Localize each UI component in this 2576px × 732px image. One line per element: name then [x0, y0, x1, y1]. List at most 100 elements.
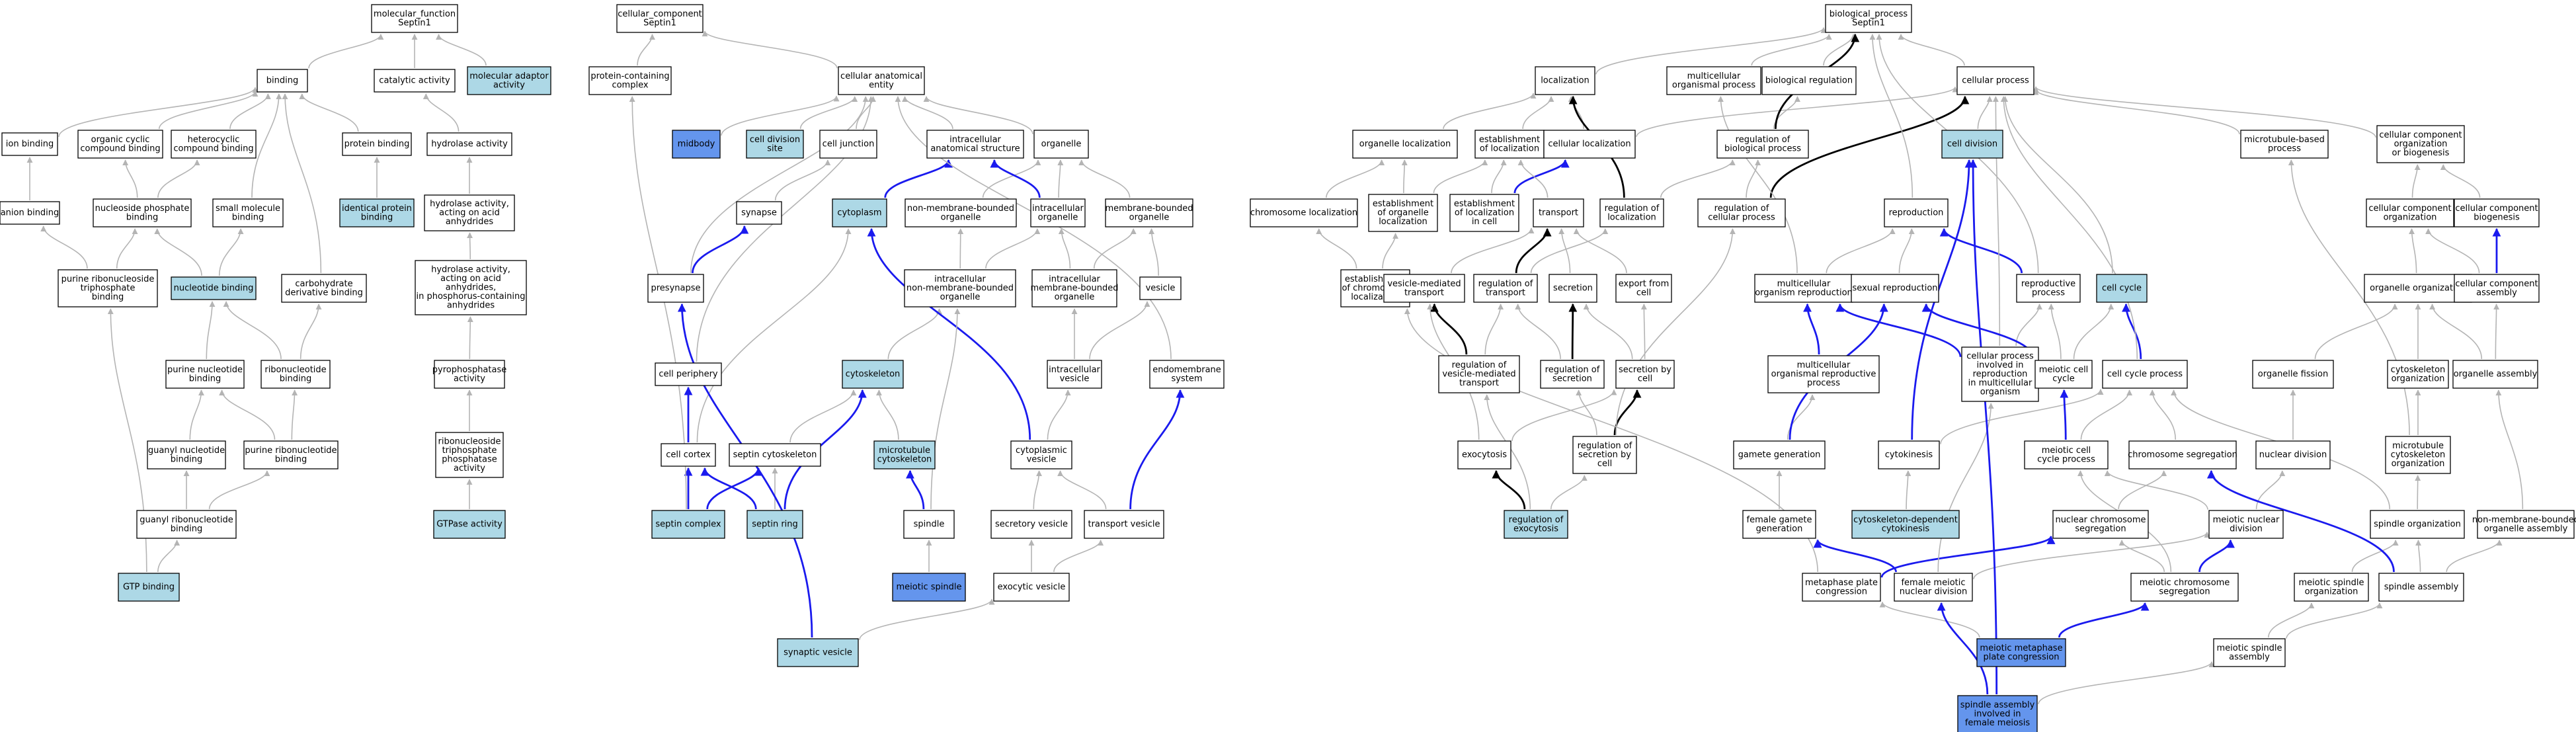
node-label: establishment: [1479, 135, 1540, 145]
node-label: cellular process: [1966, 352, 2034, 362]
node-label: ribonucleotide: [264, 365, 326, 375]
node-label: gamete generation: [1738, 450, 1821, 460]
node-label: cellular anatomical: [840, 71, 922, 81]
edge-regtransport-to-regloc: [1530, 228, 1609, 274]
node-box: [819, 130, 877, 159]
node-label: endomembrane: [1152, 365, 1221, 375]
node-box: [2364, 274, 2472, 303]
node-protb: protein binding: [342, 132, 412, 156]
edge-cytokinesis-to-celldiv: [1911, 159, 1974, 440]
node-label: triphosphate: [442, 446, 497, 456]
node-box: [1754, 274, 1853, 303]
node-box: [655, 362, 722, 386]
node-label: organelle assembly: [2484, 524, 2568, 534]
node-label: organelle: [1038, 212, 1078, 222]
node-label: organelle: [1129, 212, 1170, 222]
edge-cellproc-to-bp: [1898, 34, 1965, 66]
node-label: entity: [869, 80, 894, 90]
edge-spindlefem-to-meiospindleassembly: [2038, 661, 2215, 705]
edge-purribnuc-to-ribonuc: [291, 389, 298, 440]
edge-cpinrepro-to-reproproc: [2015, 304, 2043, 346]
node-label: female gamete: [1747, 515, 1812, 525]
node-secves: secretory vesicle: [990, 510, 1072, 539]
node-label: in cell: [1472, 217, 1497, 227]
node-box: [2477, 510, 2575, 539]
edge-intramem-to-intraorg: [1058, 228, 1071, 269]
node-box: [261, 360, 331, 389]
node-presynapse: presynapse: [647, 274, 704, 303]
node-label: organelle organization: [2370, 284, 2466, 294]
edge-ionb-to-binding: [58, 87, 259, 138]
node-box: [1473, 274, 1538, 303]
node-box: [2387, 360, 2449, 389]
node-label: reproduction: [1973, 370, 2028, 380]
node-label: regulation of: [1509, 515, 1564, 525]
node-label: Septin1: [398, 18, 431, 28]
edge-regcell-to-cellproc: [1769, 95, 1970, 198]
node-box: [281, 274, 367, 303]
node-box: [746, 130, 804, 159]
edge-orgcyc-to-binding: [158, 91, 259, 130]
node-label: reproduction: [1889, 208, 1944, 218]
edge-synves-to-presynapse: [677, 303, 813, 638]
node-label: system: [1172, 374, 1203, 384]
node-label: organelle: [1041, 140, 1082, 149]
node-label: activity: [454, 464, 485, 473]
node-label: purine ribonucleotide: [245, 446, 337, 456]
edge-meiospindleorg-to-spindleorg: [2351, 540, 2399, 573]
node-label: cell division: [1947, 140, 1997, 149]
node-label: cellular process: [1708, 212, 1775, 222]
edge-ccorg-to-ccob: [2411, 164, 2421, 198]
node-box: [2130, 573, 2239, 602]
edge-molad-to-mf: [436, 34, 487, 66]
node-box: [2240, 130, 2329, 159]
edge-meionucdiv-to-nucdiv: [2255, 470, 2286, 510]
edge-hetero-to-binding: [229, 93, 271, 130]
edge-nucb-to-smallmol: [218, 228, 244, 276]
edge-nucphos-to-hetero: [157, 159, 200, 198]
node-box: [1851, 274, 1939, 303]
node-box: [1851, 510, 1960, 539]
node-label: transport vesicle: [1088, 520, 1160, 530]
node-box: [93, 198, 192, 227]
node-label: molecular adaptor: [469, 71, 549, 81]
node-box: [147, 440, 226, 469]
node-label: meiotic cell: [2039, 365, 2089, 375]
node-label: establishment: [1373, 199, 1433, 209]
node-box: [1352, 130, 1458, 159]
node-label: segregation: [2075, 524, 2126, 534]
node-label: derivative binding: [285, 288, 363, 298]
edge-protcomplex-to-cc: [637, 34, 655, 66]
edge-meiocellproc-to-meiocellcycle: [2060, 389, 2069, 440]
node-label: of organelle: [1377, 208, 1428, 218]
edge-cytoves-to-intraves: [1047, 389, 1071, 440]
edge-regexo-to-exocytosis: [1492, 469, 1526, 510]
edge-orgfission-to-orgorg: [2314, 304, 2398, 360]
node-box: [2385, 436, 2451, 474]
edge-gtpb-to-guanylrib: [157, 540, 181, 573]
edge-femmeio-to-meionucdiv: [1973, 531, 2210, 579]
node-box: [1031, 269, 1117, 307]
node-label: secretion by: [1578, 450, 1631, 460]
edge-nucb-to-nucphos: [154, 228, 202, 276]
node-septcomplex: septin complex: [651, 510, 725, 539]
node-box: [1449, 194, 1519, 232]
node-box: [1802, 573, 1881, 602]
edge-cytodepcyto-to-cytokinesis: [1905, 470, 1912, 510]
edge-estlocincell-to-cellloc: [1513, 159, 1570, 194]
node-label: molecular_function: [374, 9, 456, 19]
node-label: biological_process: [1830, 9, 1908, 19]
